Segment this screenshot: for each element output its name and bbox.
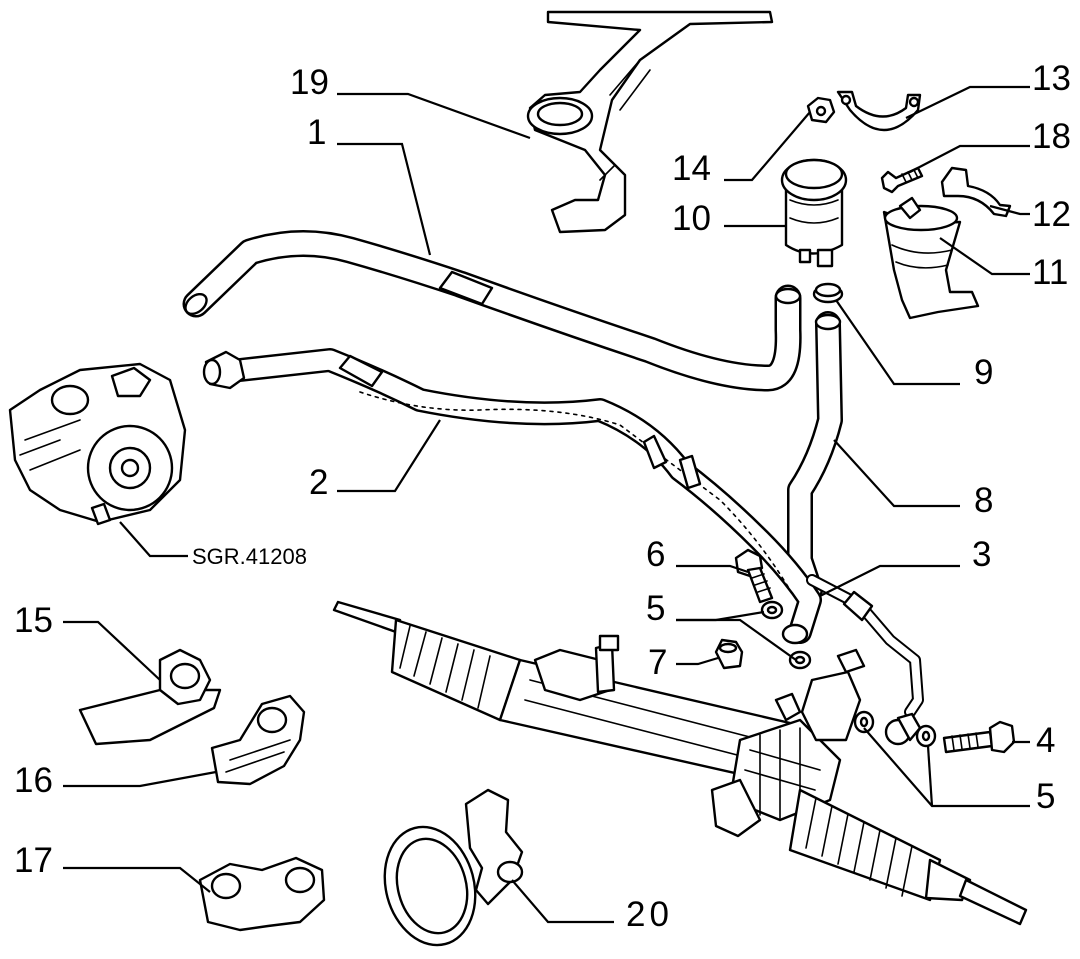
power-steering-pump: [8, 362, 187, 526]
callout-18: 18: [1032, 117, 1071, 156]
hose-2: [202, 348, 822, 645]
reference-code: SGR.41208: [192, 544, 307, 569]
callout-19: 19: [290, 63, 329, 102]
clamp-13: [836, 90, 922, 132]
steering-rack: [332, 600, 1028, 926]
hose-8: [787, 311, 843, 603]
bolt-18: [880, 166, 924, 194]
callout-6: 6: [646, 535, 665, 574]
reservoir-10: [780, 158, 848, 268]
hose-1: [182, 229, 802, 392]
callout-4: 4: [1036, 721, 1055, 760]
callout-16: 16: [14, 761, 53, 800]
washers-5: [760, 600, 937, 748]
callout-2: 2: [309, 463, 328, 502]
callout-9: 9: [974, 353, 993, 392]
callout-labels: 19 1 2 3 4 5 5 6 7 8 9 10 11 12 13 14 15…: [14, 59, 1071, 934]
clip-15: [78, 648, 222, 746]
callout-15: 15: [14, 601, 53, 640]
callout-5b: 5: [1036, 777, 1055, 816]
pipe-3: [806, 574, 924, 746]
clip-16: [210, 694, 306, 786]
bracket-19: [526, 10, 774, 234]
bolt-4: [942, 720, 1016, 754]
callout-10: 10: [672, 199, 711, 238]
callout-11: 11: [1032, 253, 1068, 292]
callout-14: 14: [672, 149, 711, 188]
leader-lines: [63, 85, 1030, 924]
callout-7: 7: [648, 643, 667, 682]
bracket-20: [383, 788, 524, 947]
callout-12: 12: [1032, 195, 1071, 234]
callout-5a: 5: [646, 589, 665, 628]
callout-3: 3: [972, 535, 991, 574]
support-11: [882, 196, 980, 320]
clamp-12: [940, 166, 1012, 218]
clip-17: [198, 856, 326, 932]
plug-7: [714, 638, 744, 670]
callout-1: 1: [307, 113, 326, 152]
nut-14: [806, 96, 836, 124]
callout-13: 13: [1032, 59, 1071, 98]
callout-8: 8: [974, 481, 993, 520]
hose-clamp-9: [812, 282, 844, 304]
callout-20: 20: [626, 895, 673, 934]
callout-17: 17: [14, 841, 53, 880]
